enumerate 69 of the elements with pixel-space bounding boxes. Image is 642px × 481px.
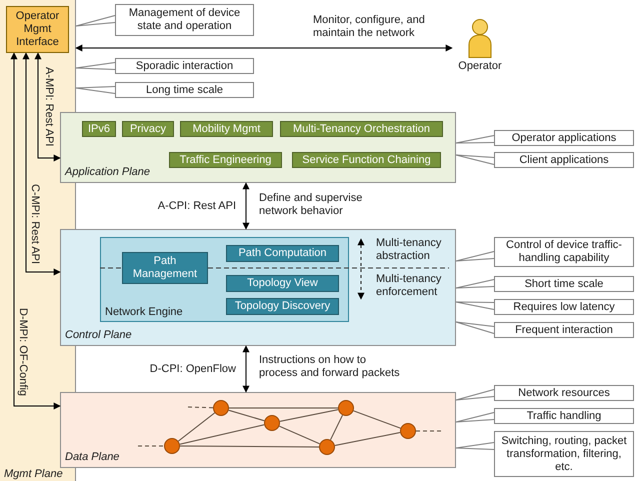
- double-arrow: [242, 345, 250, 393]
- edge-label: Monitor, configure, and maintain the network: [313, 14, 426, 40]
- double-arrow: [10, 52, 61, 410]
- callout-tail: [456, 389, 494, 400]
- link-line: [179, 424, 265, 445]
- dashed-link: [416, 430, 442, 432]
- callout-tail: [456, 135, 494, 144]
- plane-title: Control Plane: [65, 329, 132, 342]
- link-line: [334, 432, 401, 446]
- double-arrow: [75, 44, 453, 52]
- application-module: Service Function Chaining: [292, 152, 441, 168]
- link-line: [279, 409, 339, 422]
- edge-label: D-MPI: OF-Config: [16, 308, 29, 396]
- callout: Switching, routing, packet transformation, filtering, etc.: [494, 431, 634, 477]
- panel-title: Network Engine: [105, 306, 183, 319]
- edge-label: D-CPI: OpenFlow: [148, 363, 236, 376]
- callout-tail: [76, 62, 116, 70]
- link-line: [178, 412, 216, 442]
- callout-tail: [456, 412, 494, 422]
- edge-label: A-CPI: Rest API: [156, 200, 236, 213]
- callout: Management of device state and operation: [115, 4, 254, 36]
- network-node-icon: [400, 423, 416, 439]
- callout-tail: [456, 442, 494, 450]
- engine-module: Topology View: [226, 275, 339, 292]
- plane-panel: [60, 112, 456, 183]
- annotation-text: Multi-tenancy abstraction: [376, 237, 442, 263]
- plane-title: Mgmt Plane: [4, 468, 63, 481]
- callout-tail: [456, 322, 494, 334]
- network-node-icon: [164, 438, 180, 454]
- dashed-link: [188, 406, 214, 408]
- application-module: Traffic Engineering: [169, 152, 282, 168]
- plane-panel: [60, 392, 456, 468]
- double-arrow: [34, 52, 61, 162]
- annotation-text: Instructions on how to process and forward packets: [259, 354, 401, 380]
- engine-module: Path Management: [122, 252, 208, 284]
- network-node-icon: [213, 400, 229, 416]
- plane-title: Application Plane: [65, 166, 150, 179]
- engine-panel: [100, 237, 349, 322]
- engine-module: Topology Discovery: [226, 298, 339, 315]
- callout-tail: [456, 279, 494, 288]
- callout-tail: [456, 154, 494, 165]
- link-line: [228, 410, 265, 422]
- network-node-icon: [264, 415, 280, 431]
- application-module: Multi-Tenancy Orchestration: [280, 121, 443, 137]
- network-node-icon: [338, 400, 354, 416]
- application-module: Mobility Mgmt: [180, 121, 273, 137]
- interface-box: Operator Mgmt Interface: [6, 6, 69, 53]
- annotation-text: Define and supervise network behavior: [259, 192, 364, 218]
- plane-title: Data Plane: [65, 451, 120, 464]
- double-arrow: [242, 182, 250, 230]
- edge-label: C-MPI: Rest API: [28, 184, 41, 264]
- callout-tail: [76, 15, 116, 26]
- callout-tail: [456, 302, 494, 310]
- callout: Control of device traffic-handling capability: [494, 237, 634, 267]
- link-line: [180, 446, 320, 448]
- plane-panel: [60, 229, 456, 346]
- application-module: Privacy: [122, 121, 174, 137]
- link-line: [330, 414, 343, 440]
- link-line: [353, 410, 401, 429]
- callout-tail: [456, 251, 494, 262]
- application-module: IPv6: [82, 121, 116, 137]
- engine-module: Path Computation: [226, 245, 339, 262]
- edge-label: A-MPI: Rest API: [42, 67, 55, 146]
- annotation-text: Multi-tenancy enforcement: [376, 273, 442, 299]
- node-label: Operator: [457, 60, 503, 73]
- double-arrow: [22, 52, 61, 276]
- network-node-icon: [319, 439, 335, 455]
- link-line: [278, 426, 320, 444]
- callout-tail: [76, 86, 116, 94]
